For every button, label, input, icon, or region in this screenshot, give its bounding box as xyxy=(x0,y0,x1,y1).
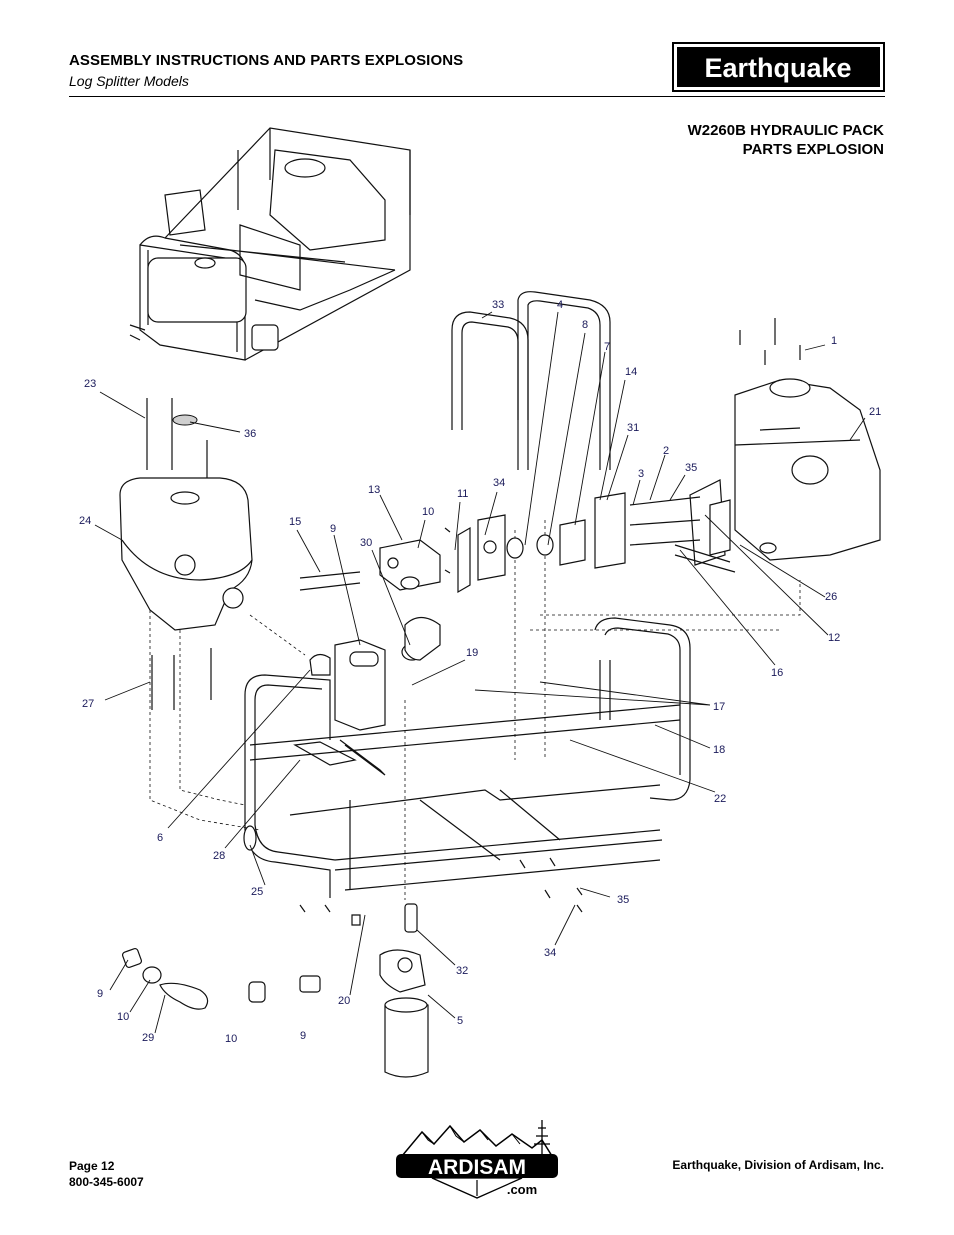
oil-tank xyxy=(119,398,253,710)
callout-label: 15 xyxy=(289,516,301,528)
section-title: W2260B HYDRAULIC PACK PARTS EXPLOSION xyxy=(688,121,884,159)
mounting-plate xyxy=(309,616,441,731)
callout-label: 34 xyxy=(544,947,556,959)
phone-number: 800-345-6007 xyxy=(69,1175,144,1189)
callout-label: 11 xyxy=(457,488,468,500)
callout-label: 2 xyxy=(663,445,669,457)
callout-label: 10 xyxy=(422,506,434,518)
callout-label: 13 xyxy=(368,484,380,496)
callout-label: 22 xyxy=(714,793,726,805)
callout-label: 16 xyxy=(771,667,783,679)
callout-label: 19 xyxy=(466,647,478,659)
loose-fittings xyxy=(121,857,583,1078)
callout-label: 25 xyxy=(251,886,263,898)
callout-label: 32 xyxy=(456,965,468,977)
callout-label: 29 xyxy=(142,1032,154,1044)
ardisam-logo: ARDISAM .com xyxy=(396,1120,558,1199)
callout-label: 4 xyxy=(557,299,563,311)
callout-label: 12 xyxy=(828,632,840,644)
callout-label: 9 xyxy=(330,523,336,535)
callout-label: 9 xyxy=(300,1030,306,1042)
callout-label: 31 xyxy=(627,422,639,434)
section-title-line1: W2260B HYDRAULIC PACK xyxy=(687,122,884,139)
callout-label: 20 xyxy=(338,995,350,1007)
callout-label: 34 xyxy=(493,477,505,489)
hidden-lines xyxy=(149,520,801,900)
callout-label: 30 xyxy=(360,537,372,549)
callout-labels: 33 4 8 7 14 31 2 3 35 1 21 23 36 24 13 1… xyxy=(79,299,881,1045)
callout-label: 5 xyxy=(457,1015,463,1027)
callout-label: 6 xyxy=(157,832,163,844)
lift-handles xyxy=(451,291,611,470)
callout-label: 7 xyxy=(604,341,610,353)
footer-company: Earthquake, Division of Ardisam, Inc. xyxy=(672,1158,884,1172)
section-title-line2: PARTS EXPLOSION xyxy=(742,141,884,158)
brand-wordmark: Earthquake xyxy=(704,53,851,83)
callout-label: 10 xyxy=(225,1033,237,1045)
page-subtitle: Log Splitter Models xyxy=(69,73,189,89)
callout-label: 36 xyxy=(244,428,256,440)
pump-assembly xyxy=(299,492,626,594)
callout-label: 3 xyxy=(638,468,644,480)
header-rule xyxy=(69,96,885,97)
callout-label: 35 xyxy=(617,894,629,906)
ardisam-domain: .com xyxy=(507,1182,537,1197)
callout-label: 35 xyxy=(685,462,697,474)
footer-page-info: Page 12 800-345-6007 xyxy=(69,1158,144,1190)
callout-label: 24 xyxy=(79,515,91,527)
callout-label: 33 xyxy=(492,299,504,311)
callout-label: 8 xyxy=(582,319,588,331)
callout-label: 14 xyxy=(625,366,637,378)
ardisam-wordmark: ARDISAM xyxy=(428,1156,526,1179)
engine-illustration xyxy=(629,318,881,573)
callout-label: 28 xyxy=(213,850,225,862)
earthquake-logo: Earthquake xyxy=(672,42,885,92)
callout-label: 27 xyxy=(82,698,94,710)
callout-label: 1 xyxy=(831,335,837,347)
callout-label: 18 xyxy=(713,744,725,756)
page-title: ASSEMBLY INSTRUCTIONS AND PARTS EXPLOSIO… xyxy=(69,52,464,69)
callout-label: 21 xyxy=(869,406,881,418)
callout-label: 10 xyxy=(117,1011,129,1023)
page-number: Page 12 xyxy=(69,1159,115,1173)
callout-label: 9 xyxy=(97,988,103,1000)
callout-label: 23 xyxy=(84,378,96,390)
callout-label: 26 xyxy=(825,591,837,603)
callout-label: 17 xyxy=(713,701,725,713)
assembled-unit-illustration xyxy=(129,127,411,361)
leader-lines xyxy=(94,311,866,1034)
